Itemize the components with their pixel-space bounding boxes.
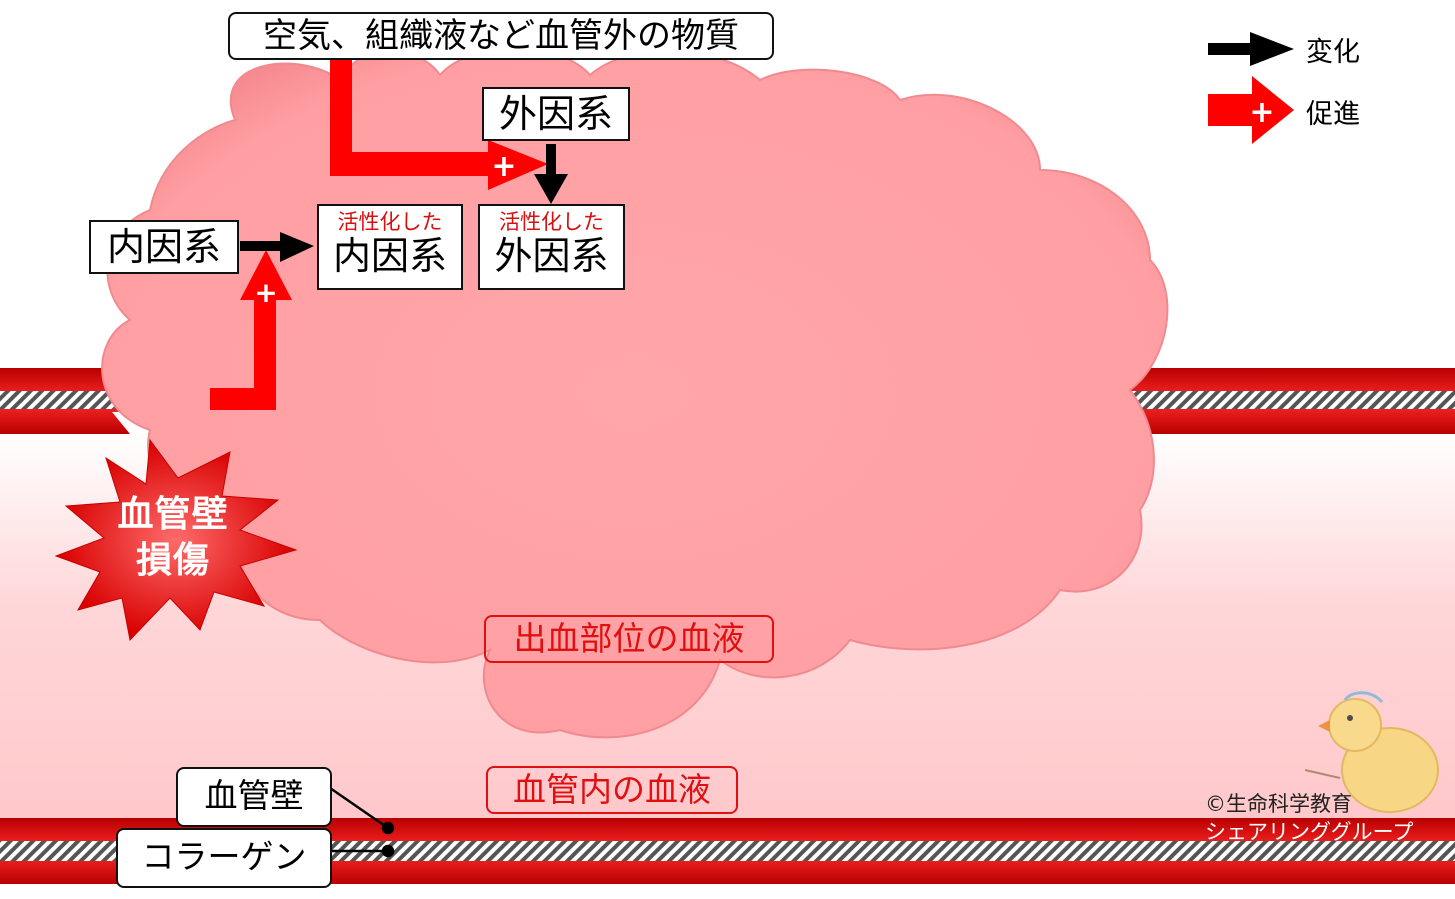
copyright-line1: ©生命科学教育: [1205, 790, 1413, 818]
activated-extrinsic-main: 外因系: [480, 234, 623, 278]
damage-burst-label: 血管壁 損傷: [98, 492, 248, 584]
vessel-blood-label: 血管内の血液: [486, 766, 738, 814]
promote-plus-extrinsic: +: [491, 149, 516, 184]
legend-change-label: 変化: [1306, 30, 1360, 69]
activated-intrinsic-box: 活性化した 内因系: [317, 204, 463, 290]
vessel-wall-label: 血管壁: [176, 767, 332, 827]
damage-burst-line1: 血管壁: [98, 492, 248, 538]
collagen-label: コラーゲン: [116, 828, 332, 888]
promote-plus-intrinsic: +: [254, 276, 277, 309]
svg-text:+: +: [1249, 95, 1274, 130]
bleeding-site-blood-label: 出血部位の血液: [484, 615, 774, 663]
activated-intrinsic-main: 内因系: [319, 234, 461, 278]
copyright-text: ©生命科学教育 シェアリンググループ: [1205, 790, 1413, 846]
legend-promote-label: 促進: [1306, 92, 1360, 131]
copyright-line2: シェアリンググループ: [1205, 818, 1413, 846]
activated-extrinsic-box: 活性化した 外因系: [478, 204, 625, 290]
activated-extrinsic-sub: 活性化した: [480, 210, 623, 234]
damage-burst-line2: 損傷: [98, 538, 248, 584]
legend-promote-arrow: +: [1208, 76, 1294, 144]
intrinsic-pathway-box: 内因系: [89, 220, 239, 274]
extrinsic-pathway-box: 外因系: [482, 87, 630, 141]
external-substances-box: 空気、組織液など血管外の物質: [228, 12, 774, 60]
legend-change-arrow: [1208, 32, 1294, 66]
activated-intrinsic-sub: 活性化した: [319, 210, 461, 234]
